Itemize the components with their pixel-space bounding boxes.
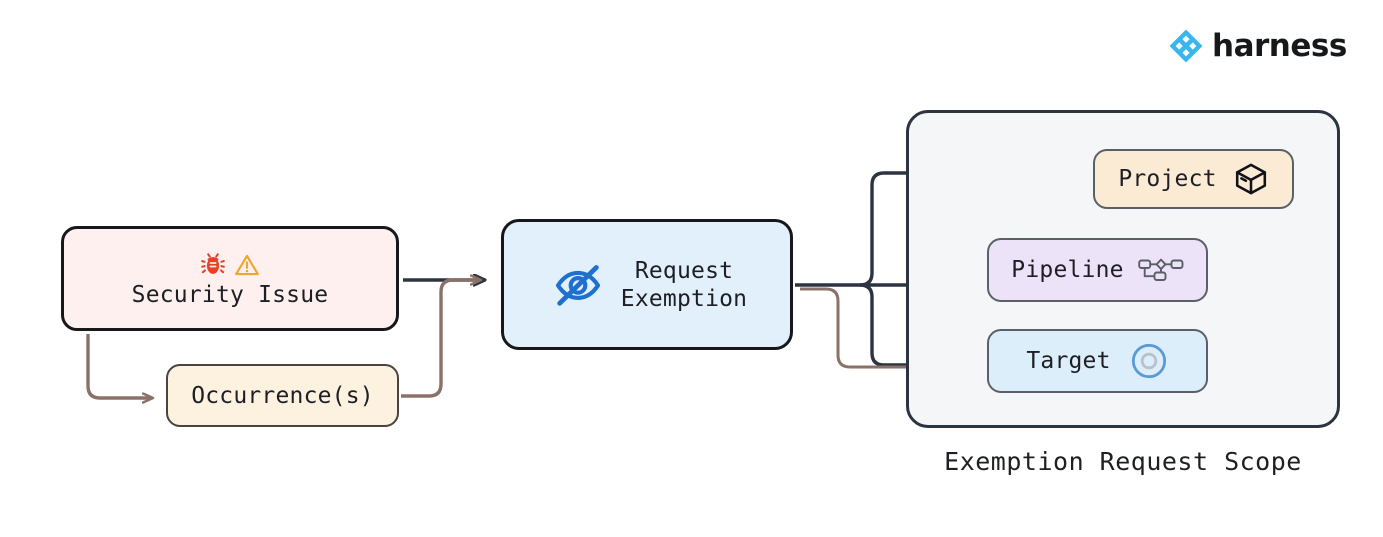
harness-brand: harness (1168, 28, 1347, 64)
node-security-issue[interactable]: Security Issue (61, 226, 399, 331)
security-issue-label: Security Issue (131, 281, 329, 308)
exemption-request-scope-caption: Exemption Request Scope (944, 447, 1302, 476)
project-label: Project (1118, 166, 1217, 192)
node-occurrences[interactable]: Occurrence(s) (166, 364, 399, 427)
bug-icon (200, 252, 226, 278)
eye-slash-icon (553, 260, 603, 310)
request-exemption-label-line2: Exemption (620, 285, 748, 312)
node-pipeline[interactable]: Pipeline (987, 238, 1208, 302)
target-label: Target (1026, 348, 1111, 374)
cube-icon (1233, 161, 1269, 197)
harness-brand-text: harness (1212, 27, 1347, 64)
pipeline-label: Pipeline (1011, 257, 1124, 283)
harness-diamond-logo-icon (1168, 28, 1204, 64)
edge-request-exemption-to-target (859, 283, 973, 365)
request-exemption-label-line1: Request (634, 257, 734, 284)
target-ring-icon (1129, 341, 1169, 381)
security-issue-icons (200, 252, 260, 278)
edge-security-issue-to-occurrences (86, 334, 152, 398)
edge-request-exemption-to-target-secondary (800, 287, 968, 367)
pipeline-nodes-icon (1137, 255, 1184, 285)
warning-triangle-icon (234, 252, 260, 278)
node-target[interactable]: Target (987, 329, 1208, 393)
occurrences-label: Occurrence(s) (191, 382, 374, 409)
node-request-exemption[interactable]: Request Exemption (501, 219, 793, 350)
node-project[interactable]: Project (1093, 149, 1294, 209)
request-exemption-text: Request Exemption (621, 258, 747, 312)
edge-occurrences-to-request-exemption (401, 280, 480, 398)
